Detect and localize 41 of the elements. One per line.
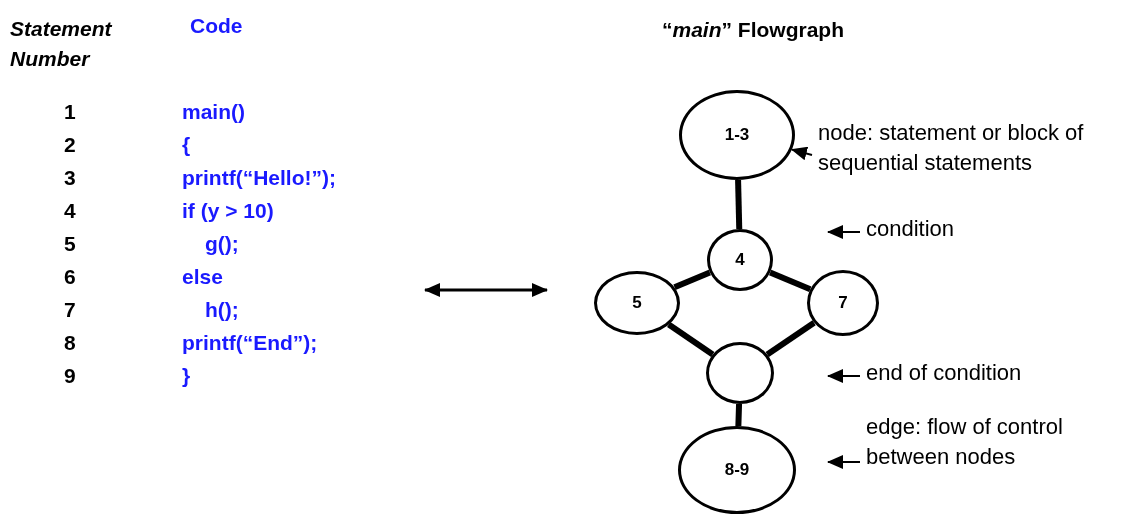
connector-line: [765, 320, 816, 357]
statement-number: 4: [64, 199, 76, 223]
annotation-text: condition: [866, 214, 1066, 244]
annotation-text: end of condition: [866, 358, 1106, 388]
annotation-text: node: statement or block of sequential statements: [818, 118, 1137, 178]
statement-number: 1: [64, 100, 76, 124]
flow-node: 4: [707, 229, 773, 291]
connector-line: [769, 269, 812, 293]
code-line: main(): [182, 100, 245, 124]
flow-node: 1-3: [679, 90, 795, 180]
flowgraph-title: “main” Flowgraph: [662, 18, 844, 42]
leader-arrow: [827, 225, 861, 239]
leader-arrow: [827, 455, 861, 469]
column-heading: Code: [190, 14, 243, 38]
annotation-text: edge: flow of control between nodes: [866, 412, 1126, 472]
leader-arrow: [790, 146, 813, 161]
flow-node: 5: [594, 271, 680, 335]
statement-number: 5: [64, 232, 76, 256]
code-line: g();: [205, 232, 239, 256]
flow-node: 8-9: [678, 426, 796, 514]
code-line: printf(“Hello!”);: [182, 166, 336, 190]
code-line: }: [182, 364, 191, 388]
statement-number: 8: [64, 331, 76, 355]
connector-line: [735, 179, 743, 230]
column-heading: Statement Number: [10, 16, 113, 72]
statement-number: 6: [64, 265, 76, 289]
statement-number: 9: [64, 364, 76, 388]
leader-arrow: [827, 369, 861, 383]
flow-node: 7: [807, 270, 879, 336]
code-line: h();: [205, 298, 239, 322]
statement-number: 3: [64, 166, 76, 190]
connector-line: [735, 403, 743, 427]
statement-number: 7: [64, 298, 76, 322]
statement-number: 2: [64, 133, 76, 157]
connector-line: [673, 269, 711, 291]
code-line: if (y > 10): [182, 199, 274, 223]
code-line: else: [182, 265, 223, 289]
empty-node-circle: [706, 342, 774, 404]
code-line: {: [182, 133, 191, 157]
code-line: printf(“End”);: [182, 331, 318, 355]
connector-line: [667, 322, 715, 357]
